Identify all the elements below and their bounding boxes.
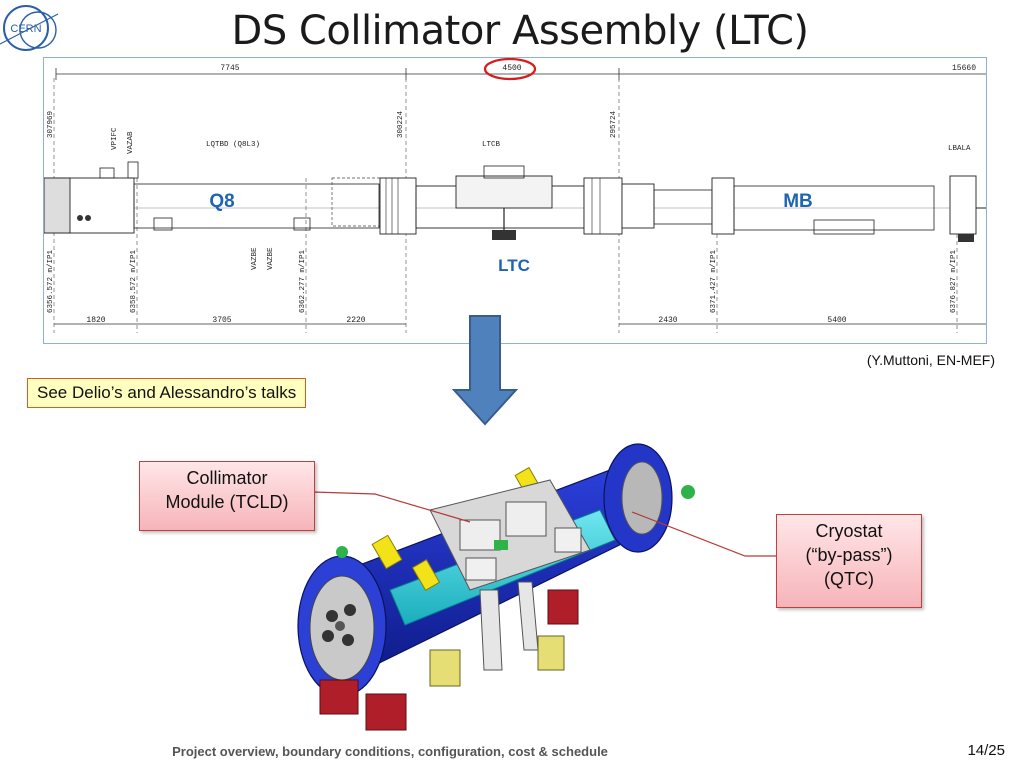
pos-top-1: 307969 (47, 111, 55, 138)
dim-bottom-5: 5400 (827, 316, 846, 325)
page-number: 14/25 (967, 742, 1005, 759)
pos-top-2: 300224 (397, 110, 405, 138)
label-mb: MB (783, 191, 813, 212)
label-vpifc: VPIFC (111, 127, 119, 150)
callout-tcld-line1: Collimator (186, 468, 268, 488)
highlight-circle (483, 58, 537, 81)
dim-bottom-4: 2430 (658, 316, 677, 325)
layout-drawing: 7745 4500 15660 307969 300224 295724 LQT… (43, 57, 987, 344)
dim-top-1: 7745 (220, 64, 239, 73)
label-lqtbd: LQTBD (Q8L3) (206, 141, 260, 149)
cern-logo: CERN (0, 5, 59, 51)
footer-text: Project overview, boundary conditions, c… (172, 744, 608, 759)
callout-qtc-line1: Cryostat (815, 521, 883, 541)
pos-bottom-5: 6376.827 m/IP1 (950, 249, 958, 313)
talks-note: See Delio’s and Alessandro’s talks (27, 378, 307, 408)
dim-bottom-1: 1820 (86, 316, 105, 325)
callout-cryostat: Cryostat (“by-pass”) (QTC) (776, 514, 922, 608)
label-lbala: LBALA (948, 145, 971, 153)
label-ltc: LTC (498, 256, 530, 275)
label-vazab: VAZAB (127, 131, 135, 154)
page-title: DS Collimator Assembly (LTC) (231, 8, 809, 54)
callout-qtc-line3: (QTC) (824, 569, 874, 589)
label-q8: Q8 (209, 191, 234, 212)
logo-text: CERN (10, 23, 41, 35)
assembly-render (297, 443, 695, 731)
dim-top-2: 4500 (502, 64, 521, 73)
label-vazbe-2: VAZBE (267, 247, 275, 270)
dim-top-3: 15660 (952, 64, 976, 73)
dim-bottom-3: 2220 (346, 316, 365, 325)
pos-bottom-3: 6362.277 m/IP1 (299, 249, 307, 313)
drawing-credit: (Y.Muttoni, EN-MEF) (866, 352, 995, 368)
pos-bottom-1: 6356.572 m/IP1 (47, 249, 55, 313)
label-ltcb: LTCB (482, 141, 501, 149)
down-arrow-icon (452, 315, 518, 426)
label-vazbe-1: VAZBE (251, 247, 259, 270)
pos-top-3: 295724 (610, 110, 618, 138)
callout-tcld-line2: Module (TCLD) (165, 492, 289, 512)
callout-collimator-module: Collimator Module (TCLD) (139, 461, 315, 531)
pos-bottom-4: 6371.427 m/IP1 (710, 249, 718, 313)
dim-bottom-2: 3705 (212, 316, 231, 325)
callout-qtc-line2: (“by-pass”) (805, 545, 893, 565)
pos-bottom-2: 6358.572 m/IP1 (130, 249, 138, 313)
